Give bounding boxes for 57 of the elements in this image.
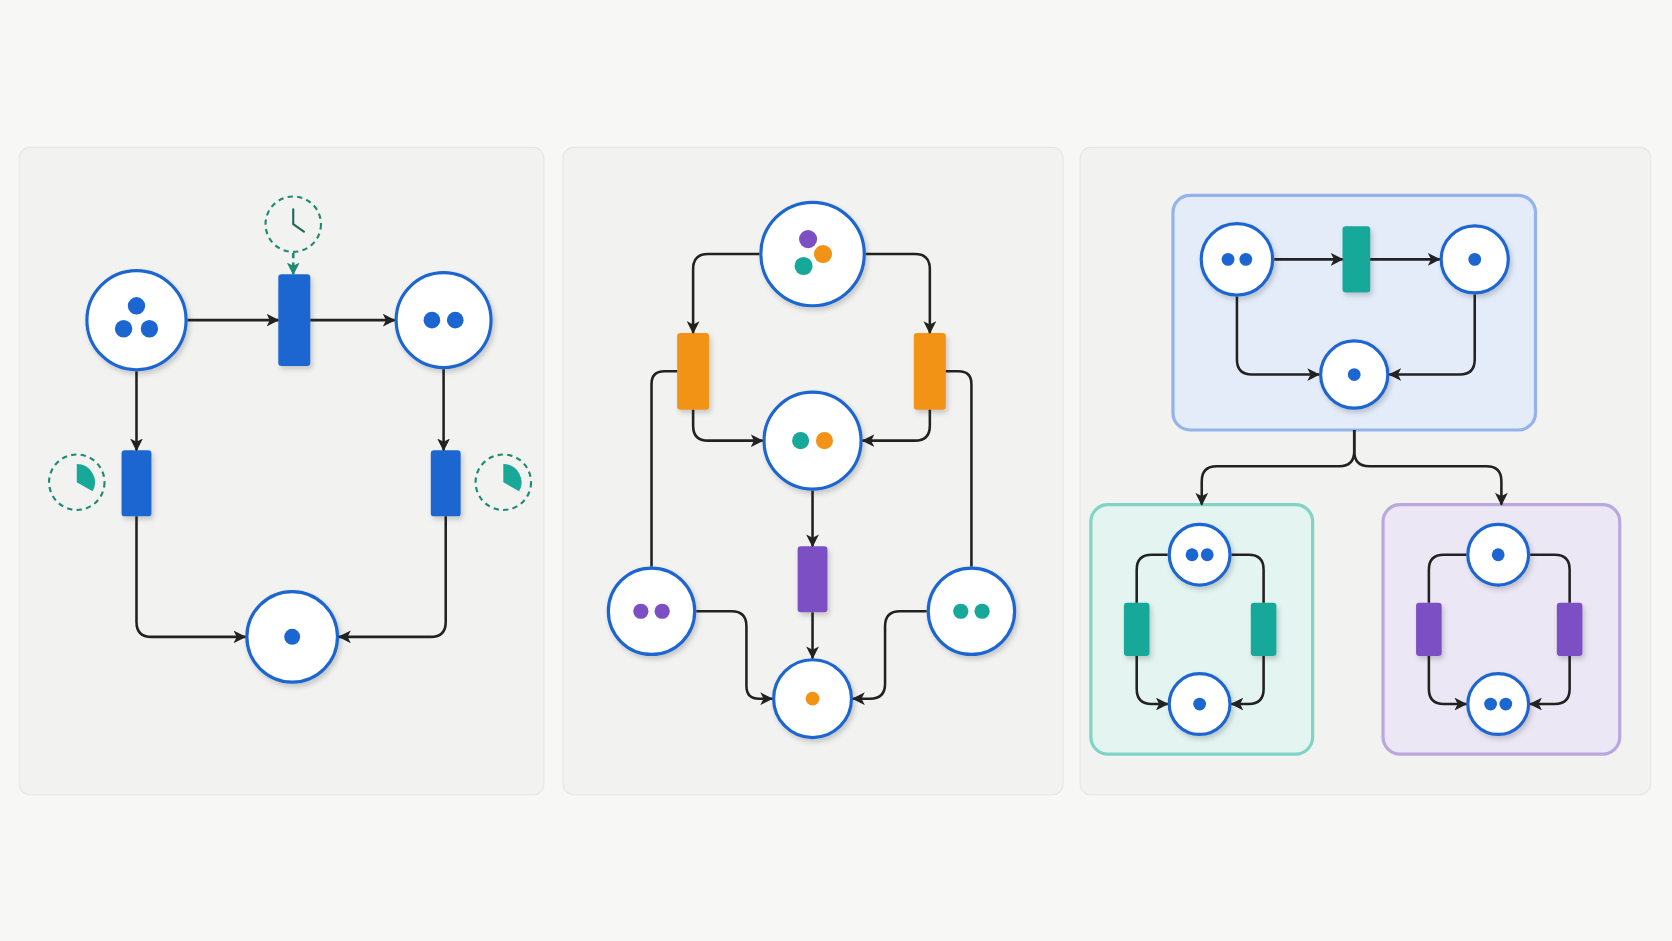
place-circle [926, 566, 1017, 657]
transition-bar [121, 450, 152, 517]
arrow [852, 610, 927, 706]
place-circle [85, 268, 188, 372]
connector-line [1231, 553, 1265, 603]
place-circle [759, 200, 866, 308]
connector-line [1135, 553, 1168, 603]
place-circle [762, 390, 863, 491]
arrow [130, 371, 143, 452]
place-circle [394, 271, 493, 370]
arrow [1370, 252, 1441, 266]
arrow [1274, 252, 1344, 266]
transition-bar [430, 450, 461, 517]
arrow [865, 252, 937, 334]
connector-line [650, 370, 678, 567]
transition-bar [797, 546, 828, 613]
arrow [338, 516, 447, 644]
dashed-arrow [286, 252, 300, 276]
place-circle [1199, 222, 1275, 297]
place-circle [1466, 672, 1531, 736]
arrow [696, 610, 774, 706]
connector-line [1530, 553, 1571, 603]
clock-icon [264, 195, 323, 253]
transition-bar [1416, 602, 1442, 657]
place-circle [1466, 522, 1531, 587]
transition-bar [913, 332, 946, 410]
subnet-box [1089, 503, 1315, 756]
place-circle [245, 589, 340, 684]
transition-bar [278, 274, 311, 366]
arrow [691, 409, 764, 448]
arrow [437, 369, 450, 452]
arrow [861, 409, 932, 448]
arrow [806, 612, 819, 660]
place-circle [606, 566, 697, 657]
arrow [187, 313, 280, 327]
place-circle [772, 658, 854, 740]
place-circle [1167, 672, 1232, 736]
arrow [1135, 656, 1169, 711]
transition-bar [677, 332, 710, 410]
subnet-box [1381, 503, 1622, 756]
connector-line [1427, 553, 1467, 603]
place-circle [1319, 339, 1390, 410]
connector-line [945, 370, 973, 567]
arrow [1230, 656, 1265, 711]
place-circle [1439, 224, 1510, 295]
arrow [1529, 656, 1571, 711]
place-circle [1167, 522, 1232, 587]
transition-bar [1342, 226, 1371, 293]
arrow [1235, 296, 1321, 381]
subnet-box [1171, 193, 1538, 432]
arrow [1388, 294, 1476, 381]
arrow [310, 313, 396, 327]
arrow [135, 516, 247, 644]
arrow [686, 252, 760, 334]
arrow [806, 490, 819, 548]
arrow [1352, 430, 1508, 506]
arrow [1427, 656, 1468, 711]
